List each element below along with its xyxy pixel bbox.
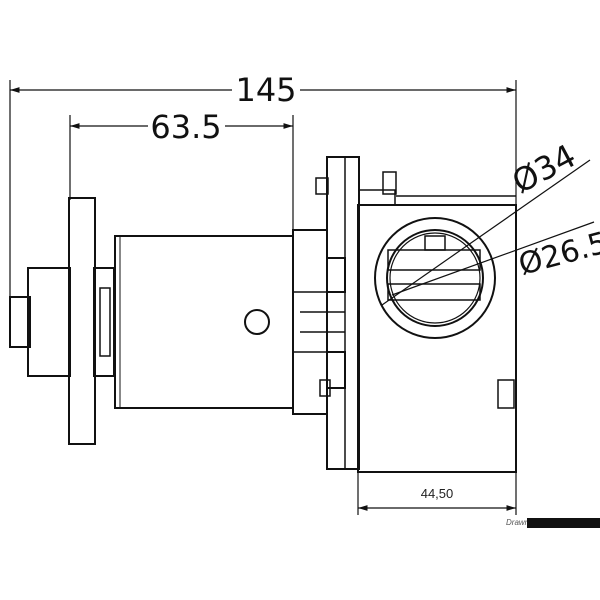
watermark-bar	[527, 518, 600, 528]
bearing-housing	[114, 235, 294, 409]
port-outer-circle	[374, 217, 496, 339]
mounting-flange	[68, 197, 96, 445]
drive-shaft	[9, 296, 31, 348]
port-inner-circle	[386, 229, 484, 327]
port-vane-top	[387, 249, 481, 271]
side-tab	[497, 379, 515, 409]
port-key	[424, 235, 446, 251]
dim-26-leader	[391, 221, 595, 296]
grease-hole	[244, 309, 270, 335]
dim-145-label: 145	[235, 71, 296, 109]
port-bore-circle	[389, 232, 481, 324]
dimension-lines	[9, 80, 595, 515]
dim-34-leader	[381, 159, 591, 306]
watermark-text: Drawn	[506, 518, 530, 527]
body-top-lug	[358, 189, 396, 205]
dim-26-label: Ø26.5	[515, 226, 600, 283]
pump-outline	[9, 156, 517, 473]
adaptor-steps	[292, 229, 346, 415]
dim-44-label: 44,50	[421, 486, 454, 501]
body-top-bolt	[382, 171, 397, 195]
bearing-neck	[93, 267, 115, 377]
neck-collar	[99, 287, 111, 357]
cover-plate	[326, 156, 360, 470]
cover-bolt-top	[315, 177, 329, 195]
pump-body	[357, 204, 517, 473]
cover-bolt-bottom	[319, 379, 331, 397]
dim-63-label: 63.5	[150, 108, 221, 146]
port-vane-bottom	[387, 283, 481, 301]
shaft-coupling	[27, 267, 71, 377]
